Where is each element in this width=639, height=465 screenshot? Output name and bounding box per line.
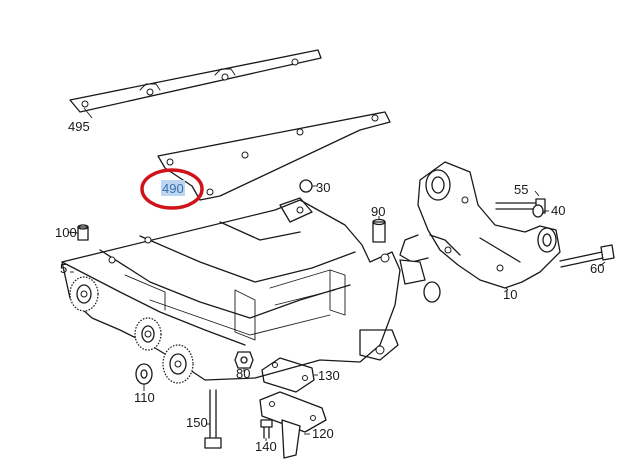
callout-150: 150 <box>186 415 208 430</box>
leader-100 <box>67 231 79 234</box>
callout-60: 60 <box>590 261 604 276</box>
leader-55 <box>534 190 540 197</box>
callout-120: 120 <box>312 426 334 441</box>
bolt-60 <box>559 244 615 268</box>
callout-40: 40 <box>551 203 565 218</box>
callout-110: 110 <box>134 390 155 405</box>
sprocket-middle <box>134 317 162 351</box>
sleeve-90 <box>372 218 386 243</box>
sprocket-rear <box>162 344 194 384</box>
callout-490: 490 <box>162 181 184 196</box>
callout-130: 130 <box>318 368 340 383</box>
washer-40 <box>532 204 544 218</box>
nut-80 <box>234 351 254 369</box>
bolt-150 <box>204 389 222 449</box>
callout-90: 90 <box>371 204 385 219</box>
dowel-pin-100 <box>77 224 89 241</box>
callout-80: 80 <box>236 366 250 381</box>
callout-490-highlight <box>161 180 185 196</box>
callout-30: 30 <box>316 180 330 195</box>
red-circle-marker <box>140 168 204 210</box>
oil-pump-10 <box>399 161 561 289</box>
callout-5: 5 <box>60 261 67 276</box>
callout-55: 55 <box>514 182 528 197</box>
callout-140: 140 <box>255 439 277 454</box>
leader-495 <box>83 107 93 119</box>
gasket-495 <box>69 49 322 113</box>
leader-10 <box>505 287 509 291</box>
balance-shaft-housing <box>61 197 401 381</box>
washer-110 <box>135 363 153 385</box>
gasket-130 <box>261 357 315 393</box>
callout-100: 100 <box>55 225 77 240</box>
gasket-490 <box>157 111 391 201</box>
sprocket-front <box>69 276 99 312</box>
callout-495: 495 <box>68 119 90 134</box>
oil-pickup-120 <box>259 391 327 459</box>
bolt-140 <box>260 419 273 439</box>
leader-60 <box>599 261 606 267</box>
pipe-connector <box>399 259 441 303</box>
callout-10: 10 <box>503 287 517 302</box>
plug-30 <box>299 179 313 193</box>
